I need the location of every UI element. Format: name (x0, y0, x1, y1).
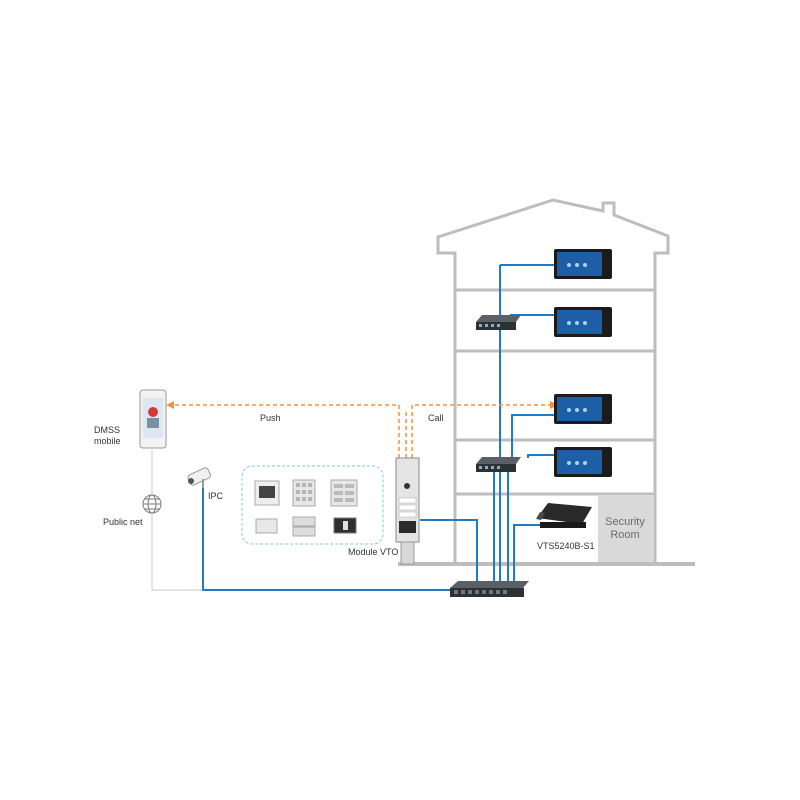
indoor-monitor-icon (554, 394, 612, 424)
module-vto-label: Module VTO (348, 547, 398, 557)
door-station-icon (395, 457, 420, 565)
speaker-module (292, 526, 316, 537)
blank-module (292, 516, 316, 527)
module-panel (241, 465, 384, 545)
vts-label: VTS5240B-S1 (537, 541, 595, 551)
network-switch-icon (450, 581, 529, 597)
globe-icon (142, 494, 162, 514)
call-label: Call (428, 413, 444, 423)
mobile-label: mobile (94, 436, 121, 446)
network-switch-icon (476, 457, 521, 472)
push-arrowhead (166, 401, 174, 409)
network-switch-icon (476, 315, 521, 330)
security-room (598, 496, 654, 562)
smartphone-icon (139, 389, 167, 449)
indoor-monitor-icon (554, 307, 612, 337)
public-net-label: Public net (103, 517, 143, 527)
cables (202, 264, 554, 591)
indicator-module (255, 518, 278, 534)
dmss-label: DMSS (94, 425, 120, 435)
security-room-label-1: Security (605, 516, 645, 528)
bullet-camera-icon (187, 467, 212, 488)
building (436, 198, 670, 565)
push-label: Push (260, 413, 281, 423)
indoor-monitor-icon (554, 249, 612, 279)
master-station-icon (536, 503, 592, 528)
security-room-label-2: Room (610, 529, 639, 541)
indoor-monitor-icon (554, 447, 612, 477)
ipc-label: IPC (208, 491, 224, 501)
push-call-signals (172, 404, 552, 458)
